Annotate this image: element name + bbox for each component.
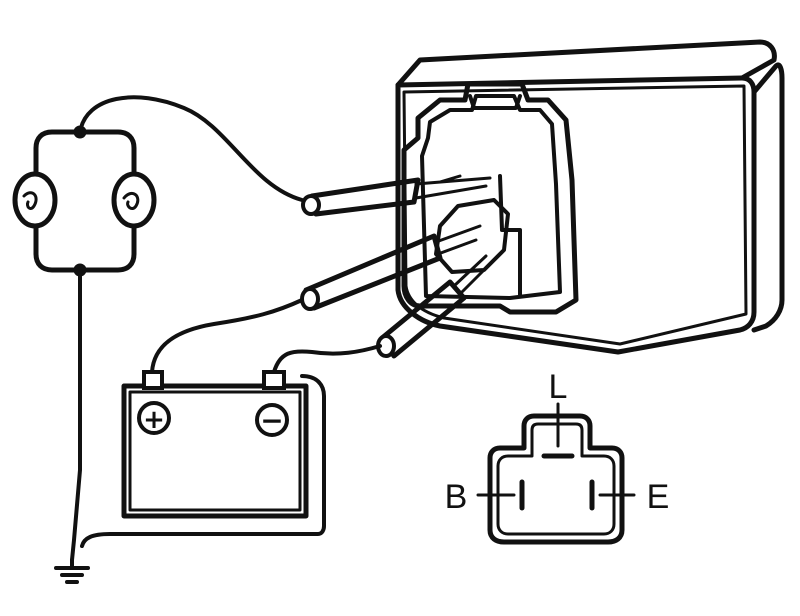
connector-inner-outline [496, 422, 616, 536]
relay-socket-outer [401, 81, 579, 315]
wire-lamp-to-ground [70, 268, 82, 562]
wire-battery-positive-to-middle-probe [150, 298, 304, 374]
battery: + − [121, 370, 309, 519]
connector-outline [487, 413, 625, 545]
battery-positive-symbol: + [143, 405, 165, 435]
test-probe-upper [301, 174, 492, 217]
battery-positive-icon [137, 401, 171, 435]
ground-icon [54, 558, 90, 584]
battery-positive-terminal [142, 370, 164, 390]
battery-negative-symbol: − [260, 404, 283, 437]
battery-negative-terminal [262, 370, 286, 390]
pin-l-label: L [549, 368, 568, 406]
lamp-assembly [12, 125, 157, 277]
lamp-right-bulb-icon [111, 171, 157, 229]
connector-pin-diagram: L B E [445, 368, 670, 545]
battery-negative-icon [255, 403, 289, 437]
relay-socket-key [468, 94, 522, 110]
pin-e-label: E [647, 478, 670, 516]
wire-lamp-to-upper-probe [78, 95, 304, 202]
lamp-frame [33, 129, 137, 273]
relay-socket-step [498, 174, 522, 298]
relay-socket-inner [420, 94, 562, 300]
relay-socket-hexnut [434, 198, 510, 274]
pin-b-label: B [445, 478, 468, 516]
wire-ground-return [80, 374, 326, 548]
wiring [70, 95, 382, 562]
wire-battery-negative-to-lower-probe [272, 344, 382, 374]
test-probe-middle [300, 224, 482, 311]
relay-box-side-edge [751, 62, 785, 333]
relay-box-top [395, 39, 777, 88]
